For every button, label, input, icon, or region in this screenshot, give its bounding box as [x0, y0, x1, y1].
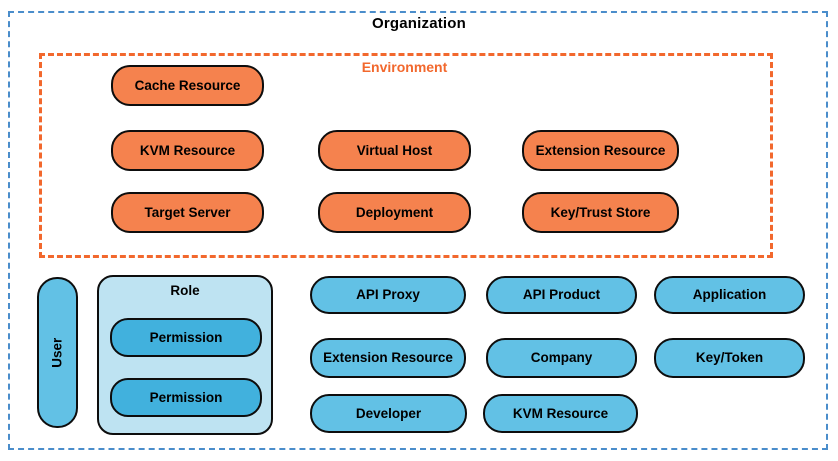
- org-node-key-token: Key/Token: [654, 338, 805, 378]
- org-node-company: Company: [486, 338, 637, 378]
- org-node-api-product: API Product: [486, 276, 637, 314]
- org-node-user: User: [37, 277, 78, 428]
- env-node-virtual-host: Virtual Host: [318, 130, 471, 171]
- env-node-kvm-resource: KVM Resource: [111, 130, 264, 171]
- environment-boundary: [39, 53, 773, 258]
- env-node-target-server: Target Server: [111, 192, 264, 233]
- org-node-kvm-resource: KVM Resource: [483, 394, 638, 433]
- environment-title: Environment: [361, 59, 448, 75]
- org-node-application: Application: [654, 276, 805, 314]
- user-label: User: [49, 337, 65, 368]
- org-node-developer: Developer: [310, 394, 467, 433]
- role-node-permission-1: Permission: [110, 318, 262, 357]
- env-node-extension-resource: Extension Resource: [522, 130, 679, 171]
- organization-title: Organization: [371, 15, 467, 32]
- organization-boundary: [8, 11, 828, 450]
- env-node-key-trust-store: Key/Trust Store: [522, 192, 679, 233]
- role-node-permission-2: Permission: [110, 378, 262, 417]
- env-node-cache-resource: Cache Resource: [111, 65, 264, 106]
- env-node-deployment: Deployment: [318, 192, 471, 233]
- org-node-api-proxy: API Proxy: [310, 276, 466, 314]
- org-node-extension-resource: Extension Resource: [310, 338, 466, 378]
- role-label: Role: [170, 283, 200, 298]
